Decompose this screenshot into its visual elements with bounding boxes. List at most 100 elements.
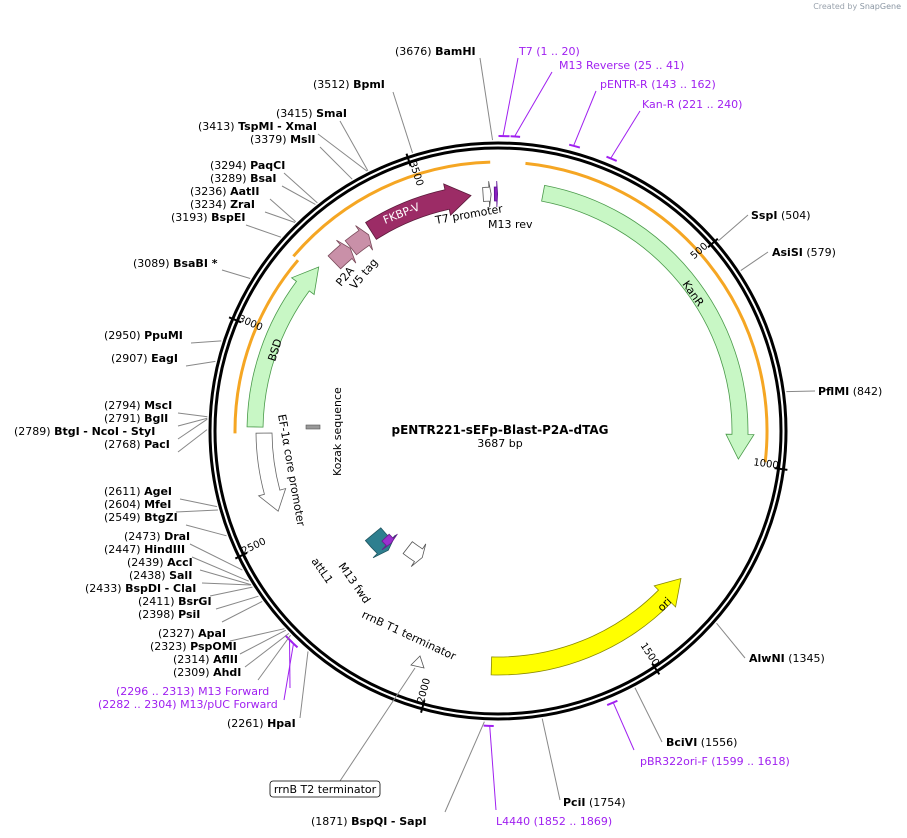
primer-label[interactable]: L4440 (1852 .. 1869) (496, 815, 612, 828)
backbone-inner (213, 146, 783, 716)
leader-line (201, 582, 252, 586)
enzyme-label[interactable]: (2261) HpaI (227, 717, 296, 730)
enzyme-label[interactable]: (2314) AflII (173, 653, 238, 666)
bsd-arrow[interactable] (246, 266, 320, 428)
leader-line (339, 120, 369, 171)
rrnb-t1-arrow[interactable] (402, 541, 427, 567)
fkbp-arrow[interactable] (365, 183, 472, 240)
ef1a-arrow[interactable] (255, 432, 287, 512)
leader-line (179, 498, 218, 508)
m13-rev-arrow[interactable] (493, 180, 498, 208)
enzyme-label[interactable]: (2309) AhdI (173, 666, 241, 679)
enzyme-label[interactable]: (2604) MfeI (104, 498, 171, 511)
primer-leader (610, 110, 641, 159)
tick-mark (228, 316, 242, 324)
leader-line (190, 340, 222, 344)
orf-arc (292, 160, 491, 258)
tick-label: 2000 (416, 677, 433, 704)
enzyme-label[interactable]: (2438) SalI (129, 569, 192, 582)
enzyme-label[interactable]: BciVI (1556) (666, 736, 737, 749)
feature-label-m13-rev: M13 rev (488, 218, 533, 231)
enzyme-label[interactable]: (3512) BpmI (313, 78, 385, 91)
enzyme-label[interactable]: (3089) BsaBI * (133, 257, 218, 270)
kozak-block[interactable] (305, 424, 321, 430)
enzyme-label[interactable]: (3413) TspMI - XmaI (198, 120, 317, 133)
orf-arc (525, 161, 769, 463)
enzyme-label[interactable]: (2907) EagI (111, 352, 178, 365)
enzyme-label[interactable]: (2549) BtgZI (104, 511, 178, 524)
primer-mark[interactable] (568, 143, 581, 149)
orf-arc (233, 259, 300, 434)
leader-line (209, 586, 253, 597)
enzyme-label[interactable]: (2327) ApaI (158, 627, 226, 640)
kanr-arrow[interactable] (541, 184, 755, 460)
feature-arrows (246, 180, 755, 676)
primer-leader (612, 702, 635, 751)
tick-label: 1000 (753, 457, 780, 471)
enzyme-label[interactable]: PciI (1754) (563, 796, 626, 809)
leader-line (283, 172, 318, 204)
leader-line (392, 91, 413, 153)
primer-label[interactable]: Kan-R (221 .. 240) (642, 98, 742, 111)
m13-fwd-arrow[interactable] (381, 533, 398, 551)
enzyme-label[interactable]: (3379) MslI (250, 133, 315, 146)
primer-label[interactable]: (2296 .. 2313) M13 Forward (116, 685, 269, 698)
primer-label[interactable]: M13 Reverse (25 .. 41) (559, 59, 684, 72)
enzyme-label[interactable]: (3415) SmaI (276, 107, 347, 120)
primer-leader (573, 90, 597, 147)
leader-line (269, 198, 297, 223)
primer-label[interactable]: pBR322ori-F (1599 .. 1618) (640, 755, 790, 768)
enzyme-label[interactable]: (2950) PpuMI (104, 329, 183, 342)
primer-mark[interactable] (606, 699, 618, 706)
primer-leader (502, 57, 519, 137)
enzyme-label[interactable]: (2611) AgeI (104, 485, 172, 498)
t7-promoter-arrow[interactable] (482, 181, 492, 208)
enzyme-label[interactable]: (2439) AccI (127, 556, 193, 569)
enzyme-label[interactable]: SspI (504) (751, 209, 811, 222)
tick-label: 2500 (240, 536, 268, 557)
tick-mark (420, 699, 426, 713)
leader-line (264, 211, 296, 223)
enzyme-label[interactable]: (2323) PspOMI (150, 640, 237, 653)
enzyme-label[interactable]: (2791) BglI (104, 412, 168, 425)
enzyme-label[interactable]: (2794) MscI (104, 399, 172, 412)
enzyme-label[interactable]: (2768) PacI (104, 438, 170, 451)
leader-line (199, 569, 251, 586)
enzyme-label[interactable]: (3236) AatII (190, 185, 259, 198)
primer-label[interactable]: pENTR-R (143 .. 162) (600, 78, 716, 91)
enzyme-label[interactable]: AsiSI (579) (772, 246, 836, 259)
tick-mark (234, 551, 248, 560)
enzyme-label[interactable]: (3234) ZraI (190, 198, 255, 211)
leader-line (541, 718, 561, 801)
enzyme-label[interactable]: (3676) BamHI (395, 45, 476, 58)
enzyme-label[interactable]: (3289) BsaI (210, 172, 277, 185)
enzyme-label[interactable]: (2473) DraI (124, 530, 190, 543)
primer-label[interactable]: (2282 .. 2304) M13/pUC Forward (98, 698, 278, 711)
p2a-arrow[interactable] (327, 239, 357, 270)
rrnb-t2-leader (339, 667, 416, 782)
enzyme-label[interactable]: (2411) BsrGI (138, 595, 212, 608)
leader-line (239, 629, 287, 655)
leader-line (189, 543, 243, 571)
primer-mark[interactable] (606, 155, 618, 162)
enzyme-label[interactable]: (1871) BspQI - SapI (311, 815, 427, 828)
enzyme-label[interactable]: (2789) BtgI - NcoI - StyI (14, 425, 155, 438)
leader-line (177, 418, 208, 440)
primer-mark[interactable] (510, 135, 521, 138)
leader-line (479, 57, 494, 141)
enzyme-label[interactable]: AlwNI (1345) (749, 652, 825, 665)
feature-label-ef1a: EF-1α core promoter (275, 413, 308, 527)
enzyme-label[interactable]: PflMI (842) (818, 385, 882, 398)
ori-arrow[interactable] (490, 577, 682, 676)
orf-arcs (233, 160, 769, 463)
enzyme-label[interactable]: (2447) HindIII (104, 543, 185, 556)
enzyme-label[interactable]: (2398) PsiI (138, 608, 200, 621)
enzyme-label[interactable]: (2433) BspDI - ClaI (85, 582, 196, 595)
rrnb-t2-arrow[interactable] (410, 655, 425, 669)
enzyme-label[interactable]: (3294) PaqCI (210, 159, 285, 172)
feature-label-m13-fwd: M13 fwd (336, 560, 373, 606)
primer-label[interactable]: T7 (1 .. 20) (518, 45, 580, 58)
enzyme-label[interactable]: (3193) BspEI (171, 211, 246, 224)
leader-line (444, 721, 485, 813)
v5-arrow[interactable] (344, 225, 374, 256)
